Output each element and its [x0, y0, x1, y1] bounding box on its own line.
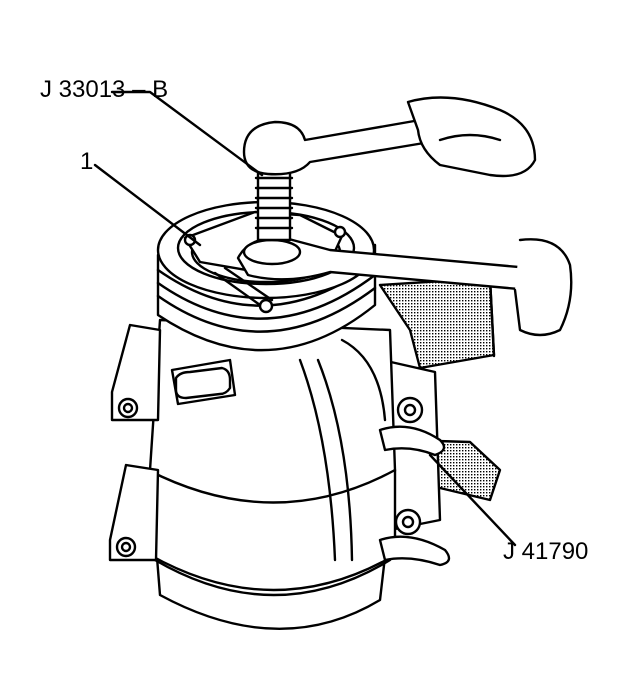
- compressor-body: [146, 318, 397, 630]
- tool-label-j41790: J 41790: [503, 538, 589, 565]
- fixture-thumbscrew-lower: [378, 508, 451, 567]
- holding-wrench: [236, 236, 573, 337]
- mounting-ear-lower: [108, 463, 160, 562]
- part-number-label: 1: [80, 148, 94, 175]
- holding-fixture: [378, 276, 502, 532]
- leader-line-tool-top: [110, 90, 264, 177]
- mounting-ear-upper: [110, 323, 162, 422]
- fixture-thumbscrew-upper: [378, 396, 446, 457]
- electrical-connector: [170, 358, 237, 406]
- leader-line-part-1: [93, 163, 202, 247]
- open-end-wrench: [242, 96, 537, 178]
- tool-label-j33013b: J 33013 – B: [40, 76, 169, 103]
- leader-line-tool-bottom: [428, 453, 517, 547]
